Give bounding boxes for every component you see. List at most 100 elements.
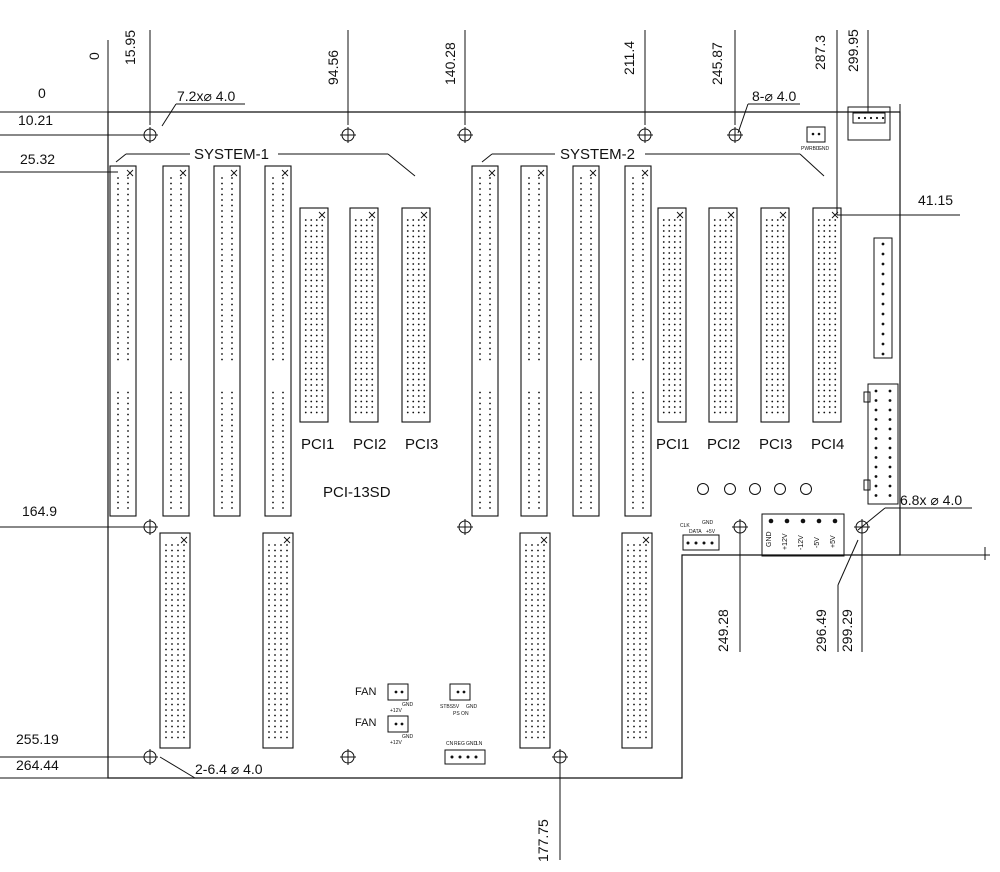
cutout-marks xyxy=(899,104,990,560)
mount-hole-icon xyxy=(142,127,158,143)
small-conn-pin-2: REG xyxy=(454,741,465,747)
pci-right-slot-3 xyxy=(760,207,790,423)
dimension-lines xyxy=(0,30,972,860)
fan-1-connector xyxy=(387,683,409,701)
power-pin-4: -5V xyxy=(814,537,821,548)
hole-note-bottom-left: 2-6.4 ⌀ 4.0 xyxy=(195,761,263,777)
dim-bottom-3: 299.29 xyxy=(839,609,855,652)
pci-left-slot-2 xyxy=(349,207,379,423)
fan-1-gnd: GND xyxy=(402,702,414,708)
dim-left-0: 0 xyxy=(38,85,46,101)
pci-right-slot-2 xyxy=(708,207,738,423)
dim-top-1: 15.95 xyxy=(122,30,138,65)
pci-left-slot-3 xyxy=(401,207,431,423)
pci-right-1-label: PCI1 xyxy=(656,436,689,453)
mount-hole-icon xyxy=(340,749,356,765)
lower-left-slot-1 xyxy=(159,532,191,749)
connector-pins xyxy=(394,116,892,759)
dim-top-3: 140.28 xyxy=(442,42,458,85)
hole-note-right: 6.8x ⌀ 4.0 xyxy=(900,492,962,508)
power-pin-5: +5V xyxy=(830,535,837,548)
dim-bottom-0: 177.75 xyxy=(535,819,551,862)
system-2-slot-1 xyxy=(471,165,499,517)
clk-pin-3: GND xyxy=(702,520,714,526)
dim-top-4: 211.4 xyxy=(621,41,637,75)
connector-labels: FAN FAN GND +12V GND +12V STBS5V GND PS … xyxy=(355,146,837,747)
mount-hole-icon xyxy=(142,749,158,765)
system-2-slot-4 xyxy=(624,165,652,517)
pci-right-slot-4 xyxy=(812,207,842,423)
mount-hole-icon xyxy=(142,519,158,535)
power-pin-3: -12V xyxy=(798,535,805,550)
mount-hole-icon xyxy=(457,519,473,535)
pwrbd-connector xyxy=(806,126,826,143)
small-conn-pin-1: CN xyxy=(446,741,454,747)
dim-left-2: 25.32 xyxy=(20,151,55,167)
clk-pin-2: DATA xyxy=(689,529,702,535)
pci-left-3-label: PCI3 xyxy=(405,436,438,453)
dim-left-1: 10.21 xyxy=(18,112,53,128)
clk-pin-1: CLK xyxy=(680,523,690,529)
dim-left-4: 255.19 xyxy=(16,731,59,747)
power-pin-2: +12V xyxy=(782,533,789,550)
board-name: PCI-13SD xyxy=(323,484,391,501)
dim-left-5: 264.44 xyxy=(16,757,59,773)
system-2-label: SYSTEM-2 xyxy=(560,146,635,163)
section-labels: SYSTEM-1 SYSTEM-2 PCI1 PCI2 PCI3 PCI1 PC… xyxy=(194,146,844,501)
pwrbd-pin-1: PWRBD xyxy=(801,146,820,152)
clk-connector xyxy=(682,534,720,551)
pci-left-1-label: PCI1 xyxy=(301,436,334,453)
hole-note-top-left: 7.2x⌀ 4.0 xyxy=(177,88,235,104)
system-1-label: SYSTEM-1 xyxy=(194,146,269,163)
clk-pin-4: +5V xyxy=(706,529,716,535)
dimension-labels: 0 15.95 94.56 140.28 211.4 245.87 287.3 … xyxy=(16,29,962,862)
lower-left-slot-2 xyxy=(262,532,294,749)
lower-right-slot-1 xyxy=(519,532,551,749)
power-terminal xyxy=(761,513,845,557)
ps-on-label: PS ON xyxy=(453,711,469,717)
power-pin-1: GND xyxy=(766,531,773,547)
ps-on-pin-2: GND xyxy=(466,704,478,710)
lower-right-slot-2 xyxy=(621,532,653,749)
ps-on-connector xyxy=(449,683,471,701)
system-1-slot-1 xyxy=(109,165,137,517)
atx-power-connector xyxy=(867,383,899,505)
dim-left-3: 164.9 xyxy=(22,503,57,519)
system-1-slot-4 xyxy=(264,165,292,517)
hole-note-top-right: 8-⌀ 4.0 xyxy=(752,88,796,104)
mounting-holes xyxy=(142,127,870,765)
dim-top-2: 94.56 xyxy=(325,50,341,85)
mount-hole-icon xyxy=(340,127,356,143)
pwrbd-pin-2: GND xyxy=(818,146,830,152)
mount-hole-icon xyxy=(732,519,748,535)
dim-top-6: 287.3 xyxy=(812,35,828,70)
right-connectors xyxy=(387,106,899,765)
small-conn-pin-3: GND xyxy=(466,741,478,747)
system-2-slot-3 xyxy=(572,165,600,517)
fan-1-label: FAN xyxy=(355,686,376,698)
fan-2-connector xyxy=(387,715,409,733)
system-1-slot-2 xyxy=(162,165,190,517)
pci-left-slot-1 xyxy=(299,207,329,423)
ps-on-pin-1: STBS5V xyxy=(440,704,460,710)
mount-hole-icon xyxy=(457,127,473,143)
dim-top-7: 299.95 xyxy=(845,29,861,72)
fan-2-label: FAN xyxy=(355,717,376,729)
led-icons xyxy=(697,483,812,495)
pci-right-slot-1 xyxy=(657,207,687,423)
small-connector xyxy=(444,749,486,765)
dim-top-5: 245.87 xyxy=(709,42,725,85)
slot-layer xyxy=(109,165,842,749)
system-2-slot-2 xyxy=(520,165,548,517)
mount-hole-icon xyxy=(552,749,568,765)
fan-2-12v: +12V xyxy=(390,740,402,746)
small-conn-pin-4: LN xyxy=(476,741,483,747)
dim-top-0: 0 xyxy=(86,52,102,60)
mount-hole-icon xyxy=(637,127,653,143)
system-1-slot-3 xyxy=(213,165,241,517)
fan-2-gnd: GND xyxy=(402,734,414,740)
power-header-1 xyxy=(873,237,893,359)
dim-bottom-1: 249.28 xyxy=(715,609,731,652)
pci-right-2-label: PCI2 xyxy=(707,436,740,453)
